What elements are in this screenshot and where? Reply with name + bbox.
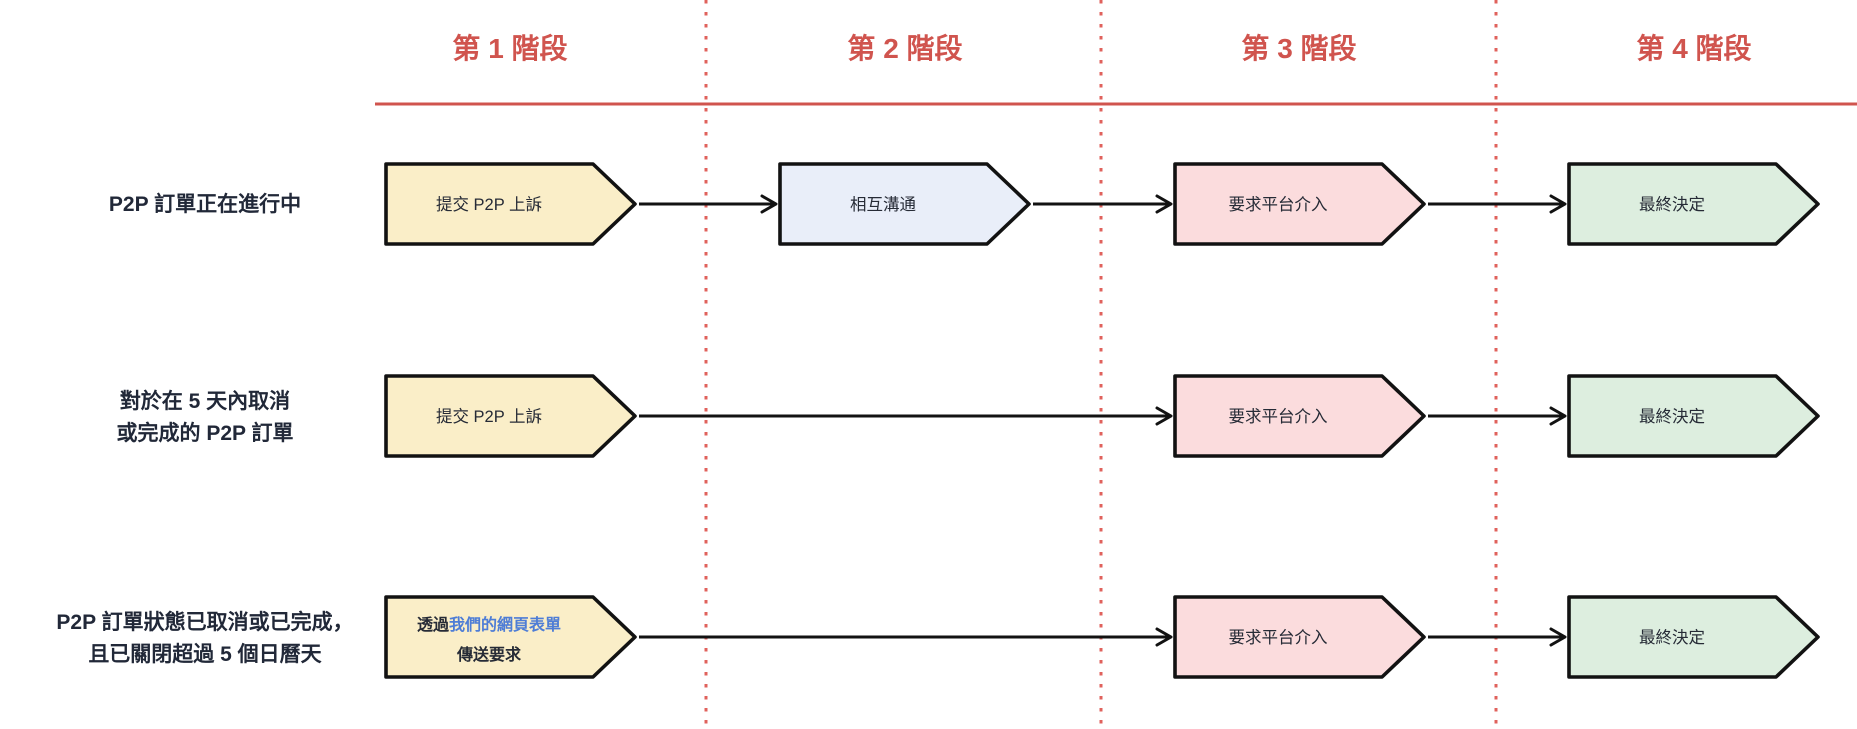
stage-header-1: 第 1 階段	[452, 32, 567, 64]
row-1-box-stage1-text: 提交 P2P 上訴	[436, 195, 542, 214]
row-2-box-stage1-text: 提交 P2P 上訴	[436, 407, 542, 426]
row-1-box-stage2-shape	[778, 162, 1031, 246]
row-1: P2P 訂單正在進行中 提交 P2P 上訴 相互溝通 要求平台介入 最終決定	[109, 162, 1820, 246]
row-2: 對於在 5 天內取消 或完成的 P2P 訂單 提交 P2P 上訴 要求平台介入 …	[117, 374, 1820, 458]
web-form-link[interactable]: 我們的網頁表單	[449, 615, 561, 634]
row-3-box-stage3-shape	[1173, 595, 1426, 679]
row-3-box-stage1-text-prefix: 透過	[417, 616, 450, 634]
row-3-box-stage3: 要求平台介入	[1173, 595, 1426, 679]
row-3-box-stage1: 透過我們的網頁表單 傳送要求	[384, 595, 637, 679]
row-1-box-stage2-text: 相互溝通	[850, 195, 916, 214]
row-1-box-stage2: 相互溝通	[778, 162, 1031, 246]
row-2-box-stage1-shape	[384, 374, 637, 458]
row-2-box-stage3-text: 要求平台介入	[1229, 407, 1328, 426]
row-1-box-stage4-text: 最終決定	[1639, 195, 1705, 214]
row-2-box-stage3-shape	[1173, 374, 1426, 458]
row-2-box-stage1: 提交 P2P 上訴	[384, 374, 637, 458]
row-1-box-stage3-shape	[1173, 162, 1426, 246]
row-2-box-stage3: 要求平台介入	[1173, 374, 1426, 458]
stage-header-3: 第 3 階段	[1241, 32, 1356, 64]
row-3-box-stage3-text: 要求平台介入	[1229, 628, 1328, 647]
row-2-label-line-2: 或完成的 P2P 訂單	[117, 421, 294, 445]
row-2-box-stage4-text: 最終決定	[1639, 407, 1705, 426]
row-3-box-stage4-text: 最終決定	[1639, 628, 1705, 647]
row-3-label-line-2: 且已關閉超過 5 個日曆天	[88, 642, 322, 666]
stage-header-2: 第 2 階段	[847, 32, 962, 64]
row-1-box-stage1-shape	[384, 162, 637, 246]
row-2-label-line-1: 對於在 5 天內取消	[120, 389, 290, 413]
row-3-box-stage1-shape	[384, 595, 637, 679]
row-1-box-stage3: 要求平台介入	[1173, 162, 1426, 246]
row-3-box-stage1-text-line-1: 透過我們的網頁表單	[417, 615, 561, 634]
row-1-label: P2P 訂單正在進行中	[109, 192, 301, 216]
row-3-box-stage4: 最終決定	[1567, 595, 1820, 679]
row-3-box-stage4-shape	[1567, 595, 1820, 679]
stage-header-4: 第 4 階段	[1636, 32, 1751, 64]
row-3-box-stage1-text-line-2: 傳送要求	[456, 645, 522, 664]
row-3-label-line-1: P2P 訂單狀態已取消或已完成，	[56, 610, 353, 634]
row-1-box-stage1: 提交 P2P 上訴	[384, 162, 637, 246]
row-2-box-stage4-shape	[1567, 374, 1820, 458]
row-3: P2P 訂單狀態已取消或已完成， 且已關閉超過 5 個日曆天 透過我們的網頁表單…	[56, 595, 1820, 679]
row-2-box-stage4: 最終決定	[1567, 374, 1820, 458]
row-1-box-stage3-text: 要求平台介入	[1229, 195, 1328, 214]
row-1-box-stage4: 最終決定	[1567, 162, 1820, 246]
row-1-box-stage4-shape	[1567, 162, 1820, 246]
